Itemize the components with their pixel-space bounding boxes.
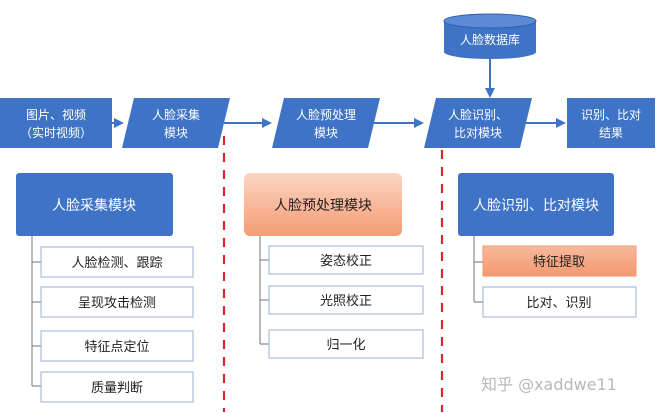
preprocess-item-3: [268, 329, 424, 359]
capture-module: 人脸采集模块 人脸检测、跟踪 呈现攻击检测 特征点定位 质量判断: [16, 173, 194, 403]
preprocess-item-2: [268, 285, 424, 315]
preprocess-module-title: 人脸预处理模块: [274, 198, 372, 214]
capture-node: 人脸采集 模块: [122, 98, 230, 148]
preprocess-item-3-label: 归一化: [326, 338, 365, 353]
preprocess-node-line-2: 模块: [314, 126, 338, 140]
recognize-node: 人脸识别、 比对模块: [424, 98, 532, 148]
input-node: 图片、视频 （实时视频）: [0, 98, 112, 148]
recognize-module: 人脸识别、比对模块 特征提取 比对、识别: [458, 173, 637, 318]
input-node-line-1: 图片、视频: [26, 107, 86, 122]
preprocess-node: 人脸预处理 模块: [272, 98, 380, 148]
capture-module-title: 人脸采集模块: [52, 197, 136, 214]
recognize-node-line-2: 比对模块: [454, 126, 502, 140]
capture-node-line-2: 模块: [164, 126, 188, 140]
recognize-item-1: [482, 245, 637, 277]
preprocess-item-1: [268, 245, 424, 275]
capture-node-line-1: 人脸采集: [152, 107, 200, 122]
recognize-module-header: [458, 173, 614, 236]
database-label: 人脸数据库: [460, 32, 520, 47]
capture-item-1: [40, 246, 194, 278]
recognize-node-line-1: 人脸识别、: [448, 108, 508, 122]
database-node: 人脸数据库: [443, 13, 537, 59]
preprocess-module-header: [244, 173, 402, 236]
result-node: 识别、比对 结果: [567, 98, 655, 148]
capture-item-2: [40, 286, 194, 318]
preprocess-item-2-label: 光照校正: [320, 293, 372, 309]
preprocess-item-1-label: 姿态校正: [320, 253, 372, 269]
recognize-item-1-label: 特征提取: [533, 254, 585, 270]
preprocess-module: 人脸预处理模块 姿态校正 光照校正 归一化: [244, 173, 424, 359]
watermark: 知乎 @xaddwe11: [481, 375, 617, 394]
capture-item-3: [40, 330, 194, 362]
capture-item-4: [40, 371, 194, 403]
result-node-line-2: 结果: [599, 126, 623, 140]
recognize-module-title: 人脸识别、比对模块: [473, 198, 599, 214]
capture-item-4-label: 质量判断: [91, 381, 143, 396]
capture-module-header: [16, 173, 173, 236]
recognize-item-2-label: 比对、识别: [526, 296, 591, 311]
input-node-line-2: （实时视频）: [20, 125, 92, 140]
result-node-line-1: 识别、比对: [581, 108, 641, 122]
capture-item-2-label: 呈现攻击检测: [78, 296, 156, 311]
recognize-item-2: [482, 286, 637, 318]
preprocess-node-line-1: 人脸预处理: [296, 108, 356, 122]
capture-item-1-label: 人脸检测、跟踪: [71, 256, 162, 271]
capture-item-3-label: 特征点定位: [84, 340, 149, 355]
